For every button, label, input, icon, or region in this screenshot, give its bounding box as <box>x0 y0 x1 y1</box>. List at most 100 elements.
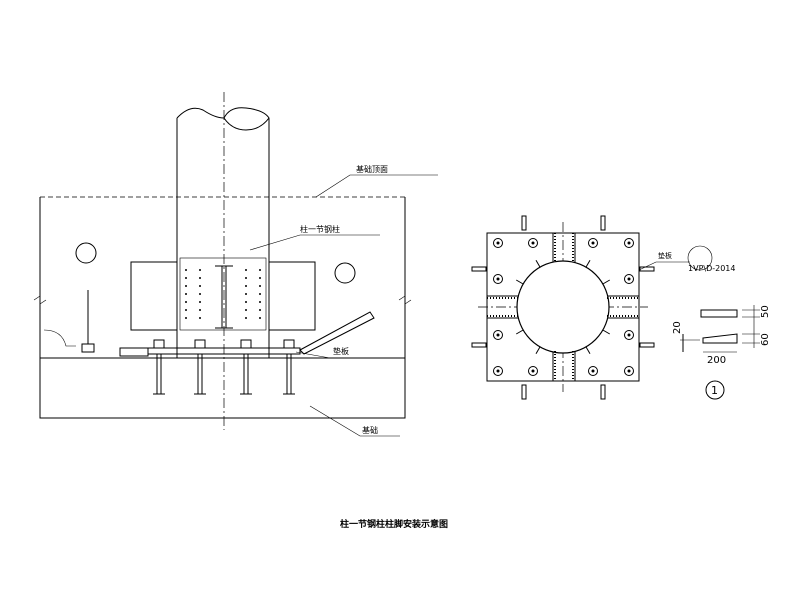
plan-rib <box>515 279 524 285</box>
plan-bolt-core <box>531 241 535 245</box>
anchor-bolt <box>283 339 295 395</box>
plan-edge-shims <box>471 215 655 400</box>
plan-bolt <box>493 330 503 340</box>
plan-bolt <box>588 366 598 376</box>
bolt-dot <box>199 269 201 271</box>
leader-label-bottom: 基础 <box>362 425 378 435</box>
leader-top <box>315 174 438 198</box>
wing-plate-left <box>130 261 178 331</box>
elevation-view: 基础顶面 柱一节钢柱 垫板 基础 <box>33 92 438 437</box>
plan-rib <box>585 346 591 355</box>
plan-bolt-core <box>496 369 500 373</box>
plan-bolt-core <box>496 333 500 337</box>
plan-column-circle <box>516 260 610 354</box>
bolt-dot <box>259 285 261 287</box>
anchor-bolt <box>153 339 165 395</box>
shim-wedge-plate <box>702 333 738 344</box>
bolt-dot <box>259 301 261 303</box>
column-break-left <box>176 107 225 119</box>
column-break-right <box>223 107 270 131</box>
plan-edge-shim <box>521 215 527 231</box>
bolt-dot <box>185 269 187 271</box>
plan-bolt-core <box>591 369 595 373</box>
grout-hole-right <box>334 262 356 284</box>
dim-50: 50 <box>760 305 771 318</box>
plan-edge-shim <box>471 342 487 348</box>
bolt-dot <box>245 301 247 303</box>
shim-flat-plate <box>700 309 738 318</box>
dim-60: 60 <box>760 333 771 346</box>
drawing-caption: 柱一节钢柱柱脚安装示意图 <box>340 518 448 530</box>
leader-mid <box>249 234 380 251</box>
plan-bolt-core <box>627 369 631 373</box>
bolt-dot <box>245 277 247 279</box>
plan-view: 垫板 1VP\D-2014 <box>471 215 736 400</box>
plan-rib <box>535 346 541 355</box>
leader-right <box>295 351 360 359</box>
leader-label-mid: 柱一节钢柱 <box>300 224 340 234</box>
anchor-bolts <box>153 339 295 395</box>
bolt-dot <box>245 293 247 295</box>
plan-bolt <box>624 238 634 248</box>
column-bolt-dots <box>185 269 261 319</box>
bolt-dot <box>199 301 201 303</box>
grout-hole-left <box>75 242 97 264</box>
anchor-bolt <box>240 339 252 395</box>
plan-bolt-core <box>591 241 595 245</box>
plan-bolt <box>624 274 634 284</box>
plan-bolt <box>588 238 598 248</box>
bolt-dot <box>259 309 261 311</box>
bolt-dot <box>185 301 187 303</box>
plan-anchor-bolts <box>493 238 634 376</box>
plan-edge-shim <box>521 384 527 400</box>
plan-rib <box>515 329 524 335</box>
bolt-dot <box>245 317 247 319</box>
plan-leader <box>638 261 690 271</box>
plan-radial-ribs <box>515 259 611 355</box>
shim-left <box>119 347 149 357</box>
plan-rib <box>602 279 611 285</box>
plan-bolt <box>493 366 503 376</box>
leader-label-top: 基础顶面 <box>356 164 388 174</box>
plan-bolt-core <box>627 333 631 337</box>
dim-20: 20 <box>672 321 683 334</box>
leader-label-right: 垫板 <box>333 346 349 356</box>
bolt-dot <box>259 317 261 319</box>
bolt-dot <box>199 317 201 319</box>
detail-callout-number: 1 <box>711 384 718 397</box>
plan-edge-shim <box>471 266 487 272</box>
bolt-dot <box>259 269 261 271</box>
bolt-dot <box>185 317 187 319</box>
plan-edge-shim <box>600 215 606 231</box>
break-mark-left <box>33 295 47 305</box>
bolt-dot <box>199 277 201 279</box>
plan-rib <box>602 329 611 335</box>
anchor-bolt <box>194 339 206 395</box>
bolt-dot <box>199 309 201 311</box>
plan-bolt <box>493 238 503 248</box>
bolt-dot <box>185 309 187 311</box>
bolt-dot <box>185 285 187 287</box>
plan-leader-label: 垫板 <box>658 251 672 260</box>
plan-bolt <box>493 274 503 284</box>
inner-stiffener <box>179 257 267 331</box>
plan-bolt-core <box>496 277 500 281</box>
leveling-leader <box>43 329 76 347</box>
plan-ref-code: 1VP\D-2014 <box>688 264 736 273</box>
plan-bolt <box>528 366 538 376</box>
plan-bolt <box>624 330 634 340</box>
plan-bolt <box>528 238 538 248</box>
detail-callout-circle <box>705 380 725 400</box>
plan-ref-bubble <box>687 245 713 271</box>
plan-rib <box>585 259 591 268</box>
bolt-dot <box>245 285 247 287</box>
break-mark-right <box>398 295 412 305</box>
plan-rib <box>535 259 541 268</box>
bolt-dot <box>185 293 187 295</box>
plan-edge-shim <box>639 342 655 348</box>
bolt-dot <box>259 293 261 295</box>
shim-right-wedge <box>299 311 375 355</box>
bolt-dot <box>199 293 201 295</box>
bolt-dot <box>185 277 187 279</box>
